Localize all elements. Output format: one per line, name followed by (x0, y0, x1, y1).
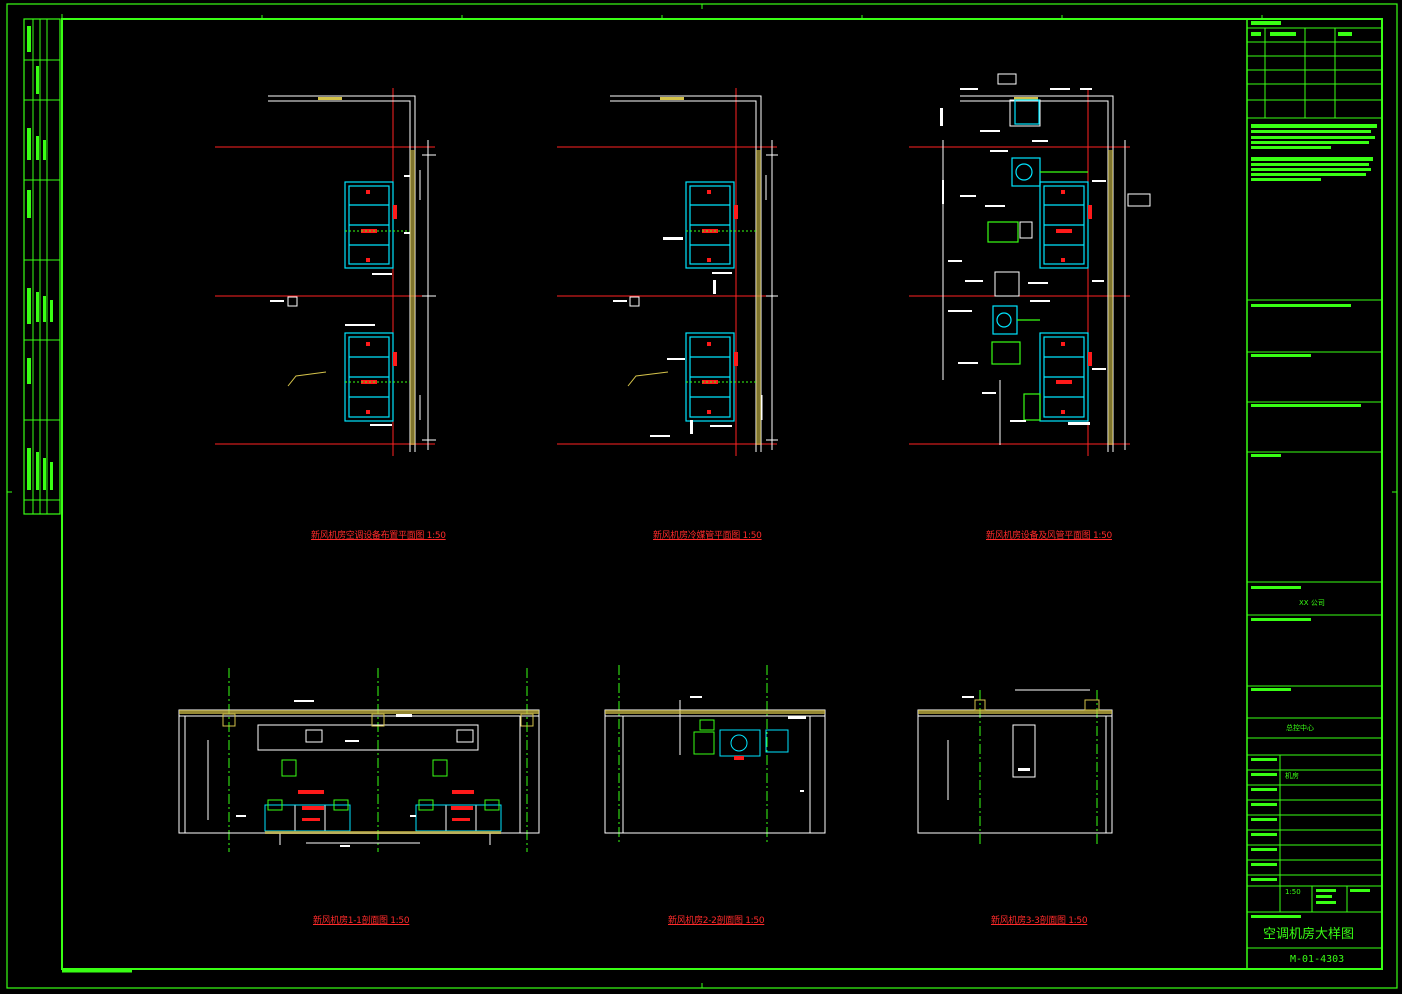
section-2-caption: 新风机房2-2剖面图 1:50 (668, 916, 765, 926)
drawing-frame (6, 3, 1398, 989)
company-name: XX 公司 (1299, 599, 1325, 607)
remark-text: 机房 (1285, 772, 1299, 780)
section-view-3 (917, 689, 1113, 845)
plan-view-1 (215, 88, 436, 456)
left-revision-strip (23, 18, 61, 515)
plan-1-caption: 新风机房空调设备布置平面图 1:50 (311, 531, 446, 541)
scale-text: 1:50 (1285, 888, 1301, 896)
left-strip-text-marks (27, 26, 53, 490)
drawing-title: 空调机房大样图 (1263, 927, 1355, 942)
section-3-caption: 新风机房3-3剖面图 1:50 (991, 916, 1088, 926)
section-1-caption: 新风机房1-1剖面图 1:50 (313, 916, 410, 926)
plan-2-caption: 新风机房冷媒管平面图 1:50 (653, 531, 762, 541)
section-view-1 (178, 668, 540, 852)
plan-view-3 (909, 73, 1151, 456)
project-name: 总控中心 (1286, 724, 1314, 732)
plan-3-caption: 新风机房设备及风管平面图 1:50 (986, 531, 1112, 541)
drawing-number: M-01-4303 (1290, 954, 1345, 965)
section-view-2 (604, 665, 826, 845)
plan-view-2 (557, 88, 778, 456)
title-block-text-marks (1251, 21, 1377, 918)
title-block (1246, 18, 1383, 970)
